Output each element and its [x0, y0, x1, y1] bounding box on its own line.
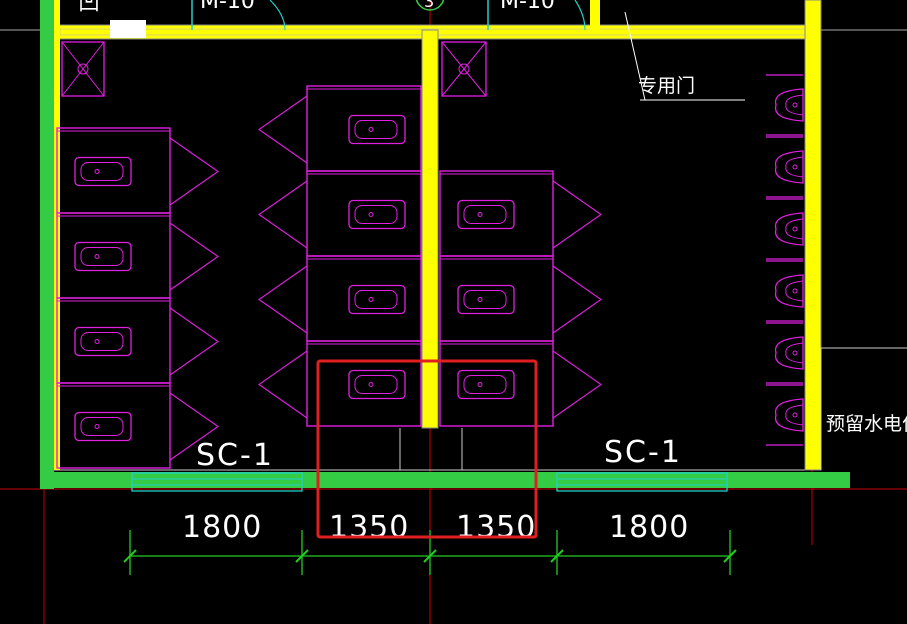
dimension-value: 1350: [456, 510, 536, 545]
door-arc: [574, 0, 586, 31]
wall-right-yellow: [804, 0, 822, 471]
wall-left-green: [40, 0, 54, 489]
axis-bubble: [415, 0, 445, 11]
urinal: [766, 384, 804, 446]
window-tag: SC-1: [196, 438, 274, 473]
window-sc-1-right: [556, 472, 728, 492]
wall-top-right-yellow: [590, 0, 600, 30]
window-tag: SC-1: [604, 435, 682, 470]
urinal: [766, 74, 804, 136]
urinals: [766, 74, 804, 446]
wall-top-white-patch: [110, 20, 146, 38]
walls: [40, 0, 850, 489]
floor-drain: [61, 41, 105, 97]
dimension-value: 1800: [182, 510, 262, 545]
toilet-stalls: [56, 85, 602, 469]
dimension-value: 1350: [329, 510, 409, 545]
special-door-label: 专用门: [638, 75, 695, 97]
reserved-utility-area: [820, 347, 907, 470]
urinal: [766, 198, 804, 260]
urinal: [766, 260, 804, 322]
toilet-stall: [56, 382, 219, 469]
toilet-stall: [258, 255, 422, 342]
reserved-utility-label: 预留水电位: [826, 413, 907, 435]
window-sc-1-left: [131, 472, 303, 492]
leader-line: [624, 11, 646, 101]
highlight-box: [316, 359, 538, 539]
urinal: [766, 322, 804, 384]
door-tag-right: M-10: [500, 0, 555, 14]
toilet-stall: [258, 340, 422, 427]
toilet-stall: [439, 340, 602, 427]
wall-bottom-green: [40, 472, 850, 488]
floor-drains: [61, 41, 487, 97]
dimension-value: 1800: [609, 510, 689, 545]
toilet-stall: [258, 85, 422, 172]
door-tag-left: M-10: [200, 0, 255, 14]
dimension-chain: [123, 530, 737, 575]
wall-center-yellow: [421, 29, 439, 429]
top-left-fragment: 凹: [78, 0, 100, 16]
floor-drain: [441, 41, 487, 97]
door-arc: [269, 0, 286, 31]
urinal: [766, 136, 804, 198]
axis-number: 3: [424, 0, 434, 11]
top-fragments: 凹 M-10 M-10 3: [78, 0, 745, 101]
